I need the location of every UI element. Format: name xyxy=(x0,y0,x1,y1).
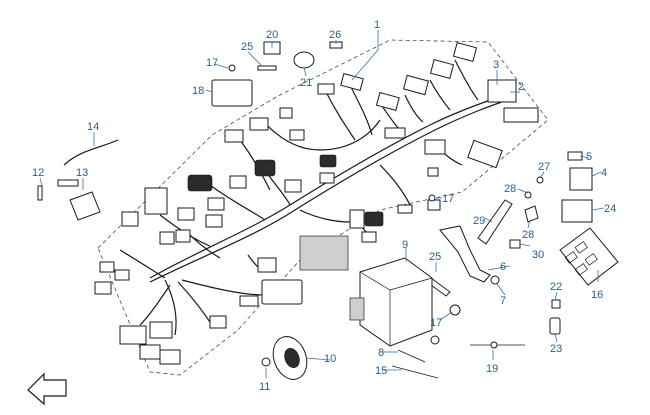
callout-2: 2 xyxy=(518,81,524,93)
callout-17c: 17 xyxy=(430,317,442,329)
tie-part-8 xyxy=(397,349,426,363)
fuse-part-22 xyxy=(551,299,561,309)
callout-17b: 17 xyxy=(442,193,454,205)
bracket-part-29 xyxy=(477,199,513,245)
callout-5: 5 xyxy=(586,151,592,163)
bolt-part-11 xyxy=(261,357,271,367)
sensor-part-13 xyxy=(69,191,101,221)
harness-connectors xyxy=(94,42,539,365)
fastener-part-28a xyxy=(524,191,532,199)
callout-23: 23 xyxy=(550,343,562,355)
callout-28a: 28 xyxy=(504,183,516,195)
fuse-box-part xyxy=(561,199,593,223)
clip-part-5 xyxy=(567,151,583,161)
callout-29: 29 xyxy=(473,215,485,227)
callout-18: 18 xyxy=(192,85,204,97)
bolt-part-17c xyxy=(449,304,461,316)
callout-15: 15 xyxy=(375,365,387,377)
cable-part-14 xyxy=(63,139,119,166)
clip-part-30 xyxy=(509,239,521,249)
callout-1: 1 xyxy=(374,19,380,31)
callout-labels: 1 2 3 4 5 6 7 8 9 10 11 12 13 14 15 16 1… xyxy=(32,19,616,393)
callout-26: 26 xyxy=(329,29,341,41)
callout-8: 8 xyxy=(378,347,384,359)
callout-22: 22 xyxy=(550,281,562,293)
bracket-part-28b xyxy=(524,205,539,223)
horn-part xyxy=(272,336,308,380)
front-arrow-icon xyxy=(27,372,67,406)
part-21 xyxy=(293,51,315,69)
callout-21: 21 xyxy=(300,77,312,89)
callout-25a: 25 xyxy=(241,41,253,53)
callout-6: 6 xyxy=(500,261,506,273)
callout-12: 12 xyxy=(32,167,44,179)
callout-30: 30 xyxy=(532,249,544,261)
callout-19: 19 xyxy=(486,363,498,375)
tie-part-15 xyxy=(391,365,439,379)
callout-11: 11 xyxy=(259,381,270,393)
regulator-part-18 xyxy=(211,79,253,107)
callout-17a: 17 xyxy=(206,57,218,69)
fastener-part-27 xyxy=(536,176,544,184)
callout-4: 4 xyxy=(601,167,607,179)
bolt-part-17b xyxy=(428,194,436,202)
callout-7: 7 xyxy=(500,295,506,307)
callout-20: 20 xyxy=(266,29,278,41)
callout-3: 3 xyxy=(493,59,499,71)
callout-10: 10 xyxy=(324,353,336,365)
ecu-module-part xyxy=(349,257,433,347)
bolt-part-7 xyxy=(490,275,500,285)
callout-24: 24 xyxy=(604,203,616,215)
callout-28b: 28 xyxy=(522,229,534,241)
callout-14: 14 xyxy=(87,121,99,133)
callout-27: 27 xyxy=(538,161,550,173)
harness-boundary xyxy=(97,39,549,376)
bolt-part-17a xyxy=(228,64,236,72)
callout-25b: 25 xyxy=(429,251,441,263)
callout-16: 16 xyxy=(591,289,603,301)
callout-9: 9 xyxy=(402,239,408,251)
strap-part-25a xyxy=(257,65,277,71)
sensor-part-6 xyxy=(439,225,491,283)
callout-13: 13 xyxy=(76,167,88,179)
fuse-part-23 xyxy=(549,317,561,335)
bolt-part-12 xyxy=(37,185,43,201)
relay-part xyxy=(569,167,593,191)
callout-leader-lines xyxy=(39,30,605,378)
